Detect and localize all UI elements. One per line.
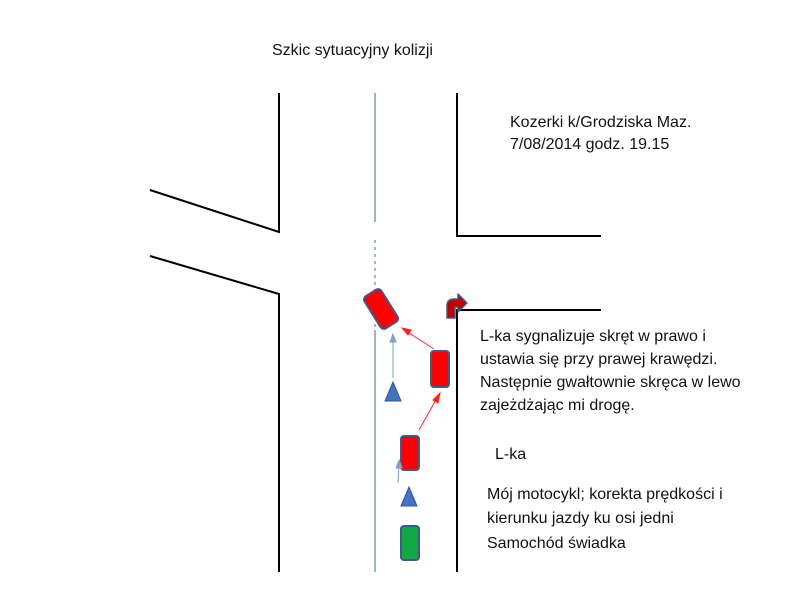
location-datetime: 7/08/2014 godz. 19.15 (510, 136, 670, 153)
legend-motorcycle-line: kierunku jazdy ku osi jedni (487, 510, 674, 527)
lka-car-turned (362, 288, 400, 330)
road-edge-lower-right (456, 309, 601, 572)
motorcycle-marker-lower (400, 485, 418, 507)
road-edge-upper-left (149, 93, 280, 234)
description-line: L-ka sygnalizuje skręt w prawo i (480, 328, 706, 345)
legend-motorcycle-line: Mój motocykl; korekta prędkości i (487, 486, 723, 503)
red-arrow-to-edge-line (418, 397, 438, 431)
blue-arrow-lower-head (395, 458, 403, 469)
blue-arrow-lower-line (397, 465, 400, 484)
lka-car-initial (400, 435, 420, 471)
red-arrow-turn-left-head (400, 327, 412, 336)
motorcycle-marker-upper (384, 380, 402, 402)
motorcycle-path-arrows (389, 332, 403, 484)
road-edges (149, 93, 601, 572)
legend-witness: Samochód świadka (487, 535, 626, 552)
red-arrow-turn-left-line (405, 330, 435, 350)
red-arrow-to-edge-head (432, 391, 441, 404)
description-line: zajeżdżając mi drogę. (480, 397, 635, 414)
road-edge-lower-left (149, 255, 280, 572)
description-line: Następnie gwałtownie skręca w lewo (480, 374, 741, 391)
description-line: ustawia się przy prawej krawędzi. (480, 351, 718, 368)
location-place: Kozerki k/Grodziska Maz. (510, 114, 692, 131)
blue-arrow-upper-head (389, 332, 397, 343)
page-title: Szkic sytuacyjny kolizji (272, 42, 433, 59)
legend-lka: L-ka (495, 446, 527, 463)
lka-path-arrows (400, 327, 441, 431)
road-edge-upper-right (456, 93, 601, 237)
lka-car-right-edge (430, 350, 450, 388)
witness-car (400, 525, 420, 561)
turn-signal-arrow (446, 293, 468, 319)
